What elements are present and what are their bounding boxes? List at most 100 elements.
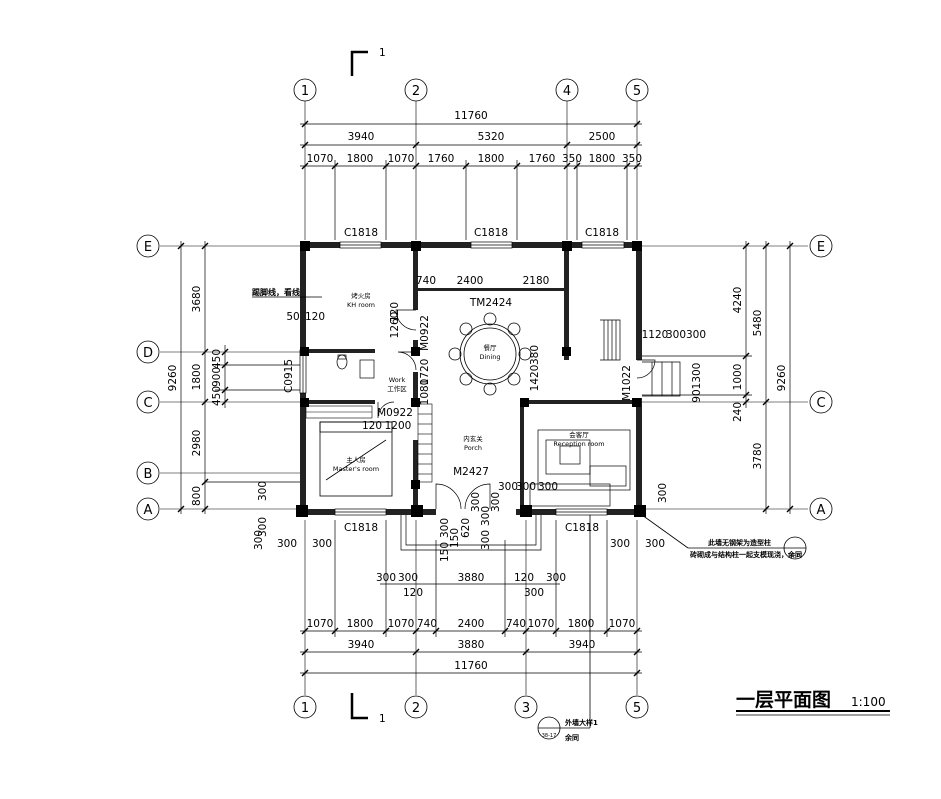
dim-top-2a: 3940	[348, 131, 375, 143]
inner-dim-1080: 1080	[419, 379, 431, 406]
window-label-c1818-5: C1818	[565, 522, 599, 534]
dim-chains-top	[300, 120, 642, 240]
axis-bubble-5-top: 5	[625, 78, 649, 102]
dim-top-3i: 350	[622, 153, 642, 165]
inner-dim-380: 380	[529, 345, 541, 365]
dim-top-total: 11760	[454, 110, 487, 122]
dim-porch-f: 120	[403, 587, 423, 599]
svg-text:内玄关: 内玄关	[463, 434, 483, 443]
dim-top-3h: 1800	[589, 153, 616, 165]
dim-left-corner-c: 300	[277, 538, 297, 550]
dim-bot-2c: 3940	[569, 639, 596, 651]
wardrobe	[305, 405, 373, 419]
dim-porch-d: 120	[514, 572, 534, 584]
inner-dim-1200: 1200	[385, 420, 412, 432]
bed	[319, 421, 393, 497]
window-label-c1818-2: C1818	[474, 227, 508, 239]
window-label-c1818-1: C1818	[344, 227, 378, 239]
dim-top-3d: 1760	[428, 153, 455, 165]
dim-right-2b: 3780	[752, 443, 764, 470]
inner-dim-150a: 150	[449, 528, 461, 548]
dim-porch-g: 300	[546, 572, 566, 584]
inner-dim-150b: 150	[439, 542, 451, 562]
svg-text:Work: Work	[389, 376, 406, 384]
dim-top-3a: 1070	[307, 153, 334, 165]
plan-title: 一层平面图	[736, 689, 831, 711]
dining-table	[459, 323, 521, 385]
door-label-m2427: M2427	[453, 466, 489, 478]
svg-text:2: 2	[412, 701, 420, 716]
room-label-kh: 烤火房 KH room	[347, 291, 375, 309]
reception-furniture	[529, 429, 631, 507]
inner-dim-50: 50	[286, 311, 299, 323]
dim-bot-total: 11760	[454, 660, 487, 672]
svg-text:C: C	[816, 396, 825, 411]
dim-bot-1d: 740	[417, 618, 437, 630]
inner-dim-90: 90	[691, 389, 703, 402]
dim-bot-1c: 1070	[388, 618, 415, 630]
dim-left-2a: 3680	[191, 286, 203, 313]
svg-text:烤火房: 烤火房	[351, 291, 371, 300]
dim-right-3c: 240	[732, 402, 744, 422]
room-label-reception: 会客厅 Reception room	[553, 430, 604, 448]
dim-top-2b: 5320	[478, 131, 505, 143]
inner-dim-120a: 120	[389, 302, 401, 322]
dim-porch-a: 300	[376, 572, 396, 584]
window-label-c1818-3: C1818	[585, 227, 619, 239]
dim-chains-left	[177, 241, 300, 514]
svg-text:1: 1	[379, 713, 386, 725]
svg-text:会客厅: 会客厅	[569, 430, 589, 439]
axis-bubble-C-right: C	[809, 390, 833, 414]
dim-bot-2b: 3880	[458, 639, 485, 651]
section-mark-top: 1	[350, 47, 386, 76]
svg-text:外墙大样1: 外墙大样1	[565, 718, 598, 727]
inner-dim-300g: 300	[439, 518, 451, 538]
stair	[600, 319, 681, 397]
svg-text:主人房: 主人房	[346, 455, 366, 464]
dim-left-corner-a: 300	[257, 481, 269, 501]
dim-top-3b: 1800	[347, 153, 374, 165]
dim-right-3a: 4240	[732, 287, 744, 314]
door-label-m0922-b: M0922	[377, 407, 413, 419]
svg-text:38-17: 38-17	[788, 553, 803, 559]
toilet-fixtures	[336, 354, 375, 379]
svg-text:工作区: 工作区	[387, 384, 407, 393]
plan-scale: 1:100	[851, 695, 886, 709]
dim-top-3g: 350	[562, 153, 582, 165]
svg-text:E: E	[817, 240, 825, 255]
axis-bubble-E-right: E	[809, 234, 833, 258]
dim-bot-1e: 2400	[458, 618, 485, 630]
dim-porch-c: 3880	[458, 572, 485, 584]
dim-left-3b: 900	[211, 367, 223, 387]
svg-text:Master's room: Master's room	[333, 465, 379, 473]
dim-porch-e: 300	[524, 587, 544, 599]
interior-walls	[305, 246, 642, 512]
svg-text:C: C	[143, 396, 152, 411]
inner-dim-2180: 2180	[523, 275, 550, 287]
entry-porch-step	[400, 515, 542, 551]
door-label-m0922-a: M0922	[419, 315, 431, 351]
note-skirting: 踢脚线，看线	[252, 287, 300, 297]
svg-text:B: B	[144, 467, 153, 482]
axis-bubble-1-bottom: 1	[293, 695, 317, 719]
dim-top-3c: 1070	[388, 153, 415, 165]
svg-text:4: 4	[563, 84, 571, 99]
axis-bubble-D-left: D	[136, 340, 160, 364]
svg-text:Reception room: Reception room	[553, 440, 604, 448]
window-frames	[299, 241, 625, 516]
dim-right-total: 9260	[776, 365, 788, 392]
inner-dim-1720: 1720	[419, 359, 431, 386]
dim-left-2b: 1800	[191, 364, 203, 391]
axis-bubble-A-right: A	[809, 497, 833, 521]
inner-dim-2400: 2400	[457, 275, 484, 287]
axis-bubble-1-top: 1	[293, 78, 317, 102]
axis-bubble-E-left: E	[136, 234, 160, 258]
note-right-callout: 此墙无钢架为造型柱 砖砌成与结构柱一起支模现浇，余同 38-17	[641, 514, 807, 560]
svg-text:餐厅: 餐厅	[484, 343, 498, 352]
note-bottom-callout: 38-17 外墙大样1 余同	[537, 515, 598, 742]
inner-dim-300j: 300	[516, 481, 536, 493]
structural-columns	[296, 241, 646, 517]
door-label-m1022: M1022	[621, 365, 633, 401]
axis-bubble-5-bottom: 5	[625, 695, 649, 719]
axis-bubble-A-left: A	[136, 497, 160, 521]
